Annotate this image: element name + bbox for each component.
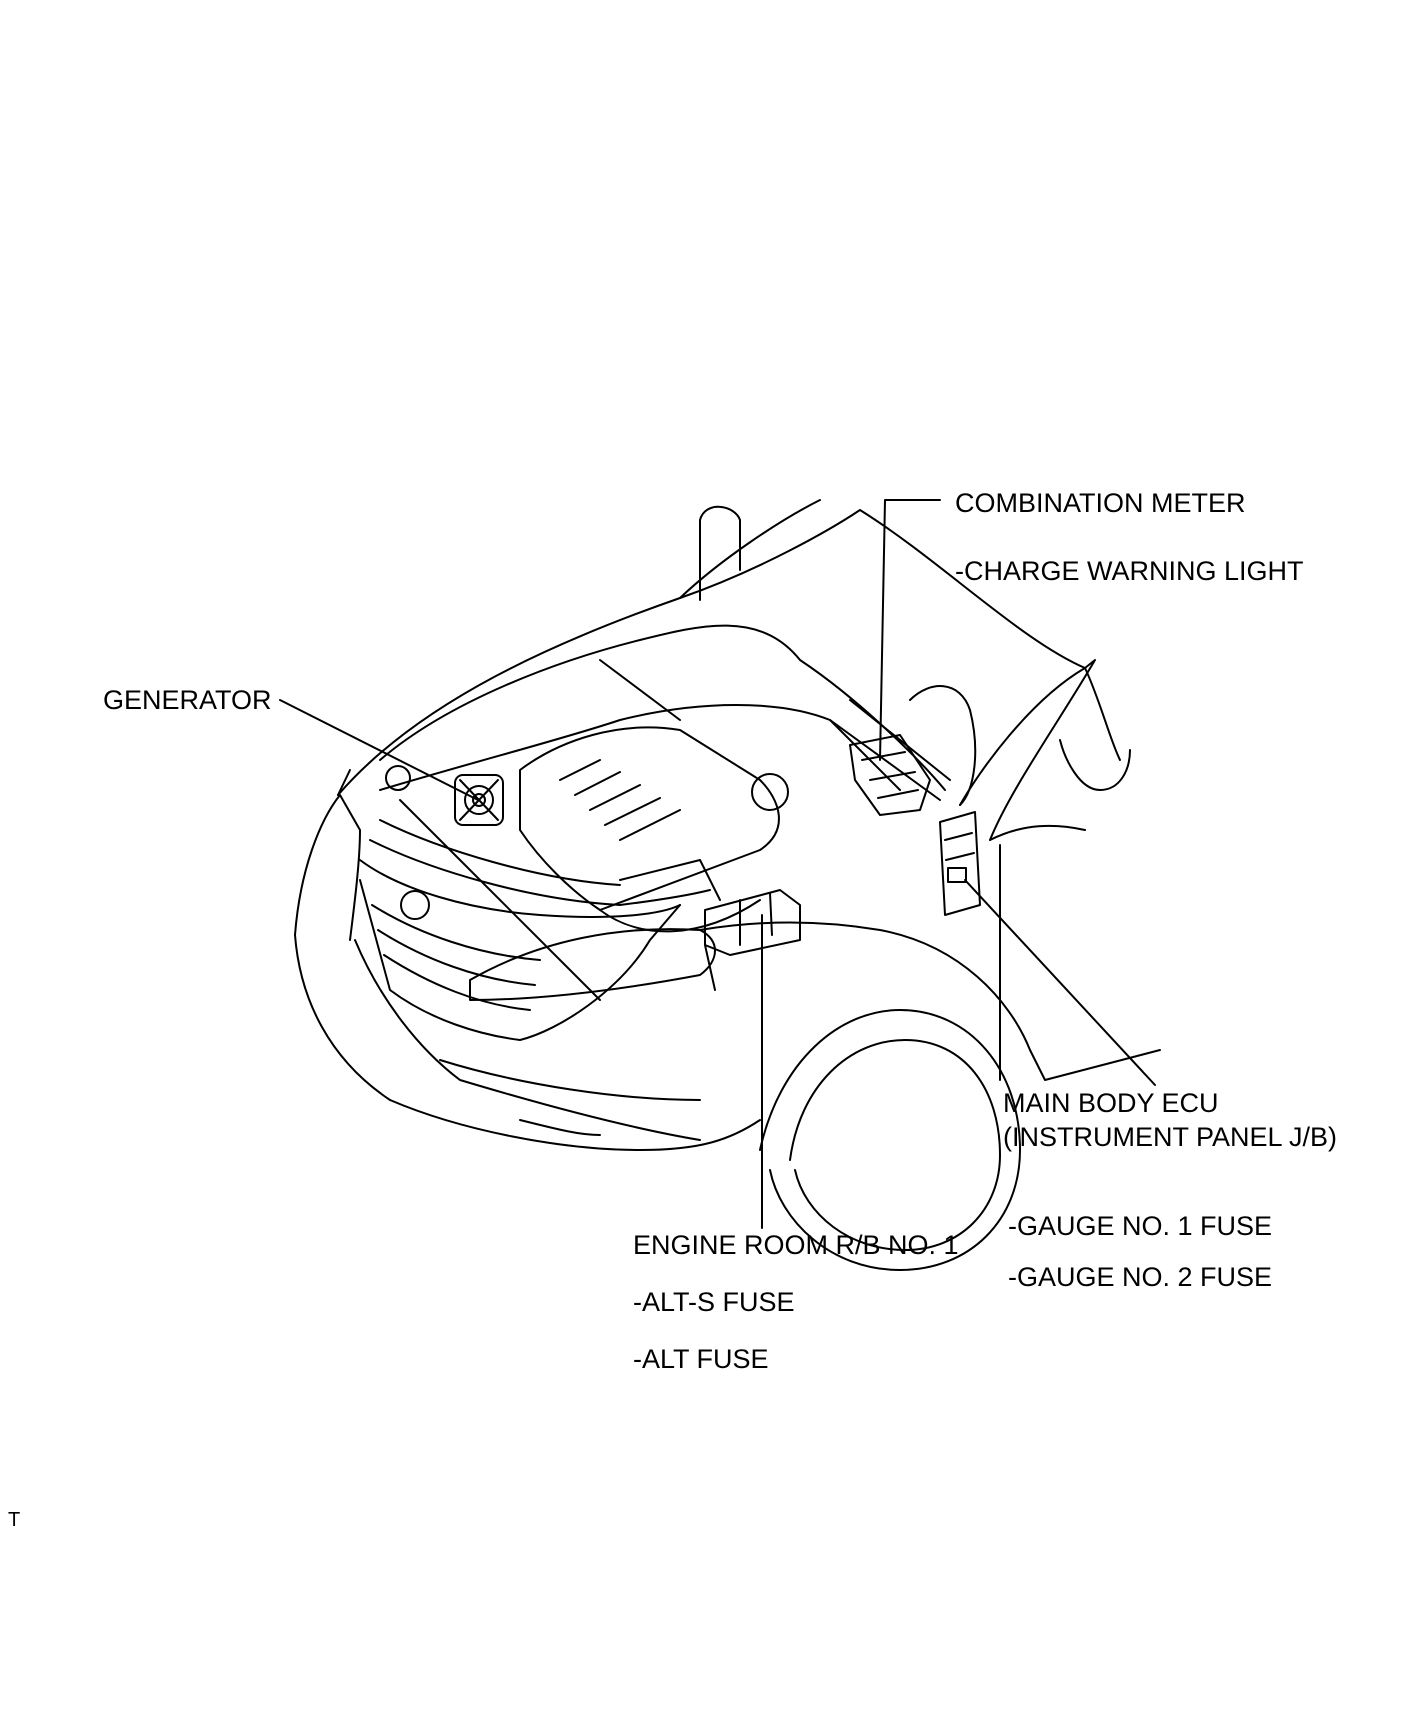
corner-mark: T bbox=[8, 1509, 21, 1531]
engine-room-rb-component bbox=[704, 889, 801, 991]
engine-compartment bbox=[369, 659, 951, 1001]
label-charge-warning-light: -CHARGE WARNING LIGHT bbox=[955, 556, 1304, 586]
label-alt-s-fuse: -ALT-S FUSE bbox=[633, 1287, 795, 1317]
generator-component bbox=[454, 774, 504, 826]
label-combination-meter: COMBINATION METER bbox=[955, 488, 1246, 518]
label-gauge-no2-fuse: -GAUGE NO. 2 FUSE bbox=[1008, 1262, 1273, 1292]
label-instrument-panel-jb: (INSTRUMENT PANEL J/B) bbox=[1003, 1122, 1338, 1152]
label-main-body-ecu: MAIN BODY ECU bbox=[1003, 1088, 1219, 1118]
main-body-ecu-component bbox=[939, 811, 981, 916]
leader-main-body-ecu bbox=[964, 879, 1156, 1086]
label-engine-room-rb: ENGINE ROOM R/B NO. 1 bbox=[633, 1230, 959, 1260]
label-generator: GENERATOR bbox=[103, 685, 272, 715]
label-alt-fuse: -ALT FUSE bbox=[633, 1344, 769, 1374]
leader-combination-meter bbox=[879, 499, 941, 761]
leader-lines bbox=[279, 499, 1156, 1229]
leader-generator bbox=[279, 699, 479, 801]
car-body-outline bbox=[294, 499, 1161, 1271]
label-gauge-no1-fuse: -GAUGE NO. 1 FUSE bbox=[1008, 1211, 1273, 1241]
combination-meter-component bbox=[849, 734, 931, 816]
